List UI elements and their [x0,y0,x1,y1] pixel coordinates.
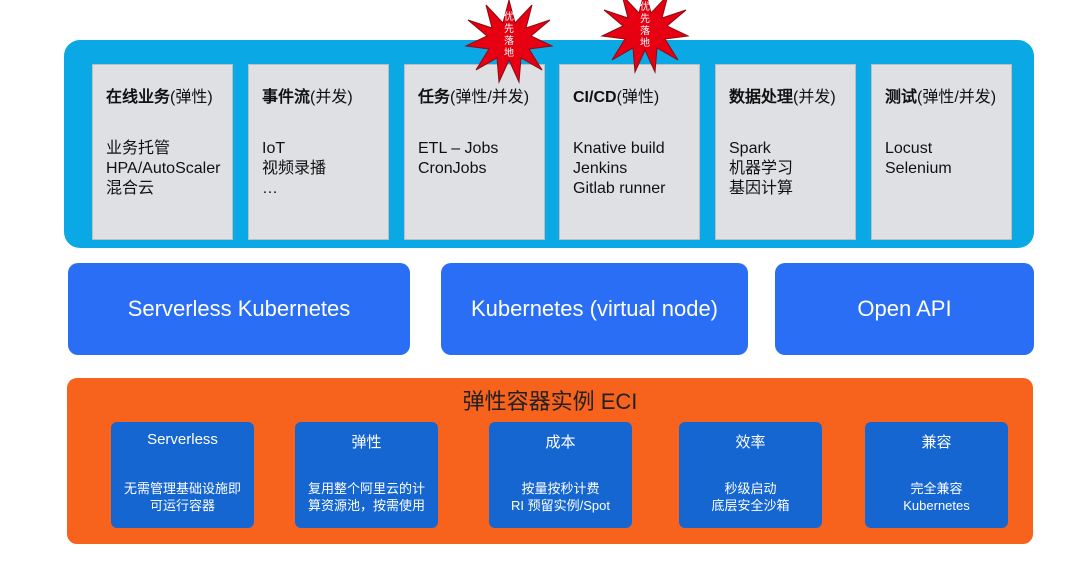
virtual-node-block: Kubernetes (virtual node) [441,263,748,355]
serverless-kubernetes-block: Serverless Kubernetes [68,263,410,355]
card-testing: 测试(弹性/并发) Locust Selenium [871,64,1012,240]
feature-serverless: Serverless 无需管理基础设施即 可运行容器 [111,422,254,528]
card-item: 视频录播 [262,160,327,177]
card-item: ETL – Jobs [418,140,499,157]
card-items: Knative build Jenkins Gitlab runner [573,139,699,199]
card-items: Locust Selenium [885,139,1011,179]
card-title: 测试(弹性/并发) [885,89,997,106]
card-title: CI/CD(弹性) [573,89,660,106]
card-title: 事件流(并发) [262,89,353,106]
feature-desc: 复用整个阿里云的计 算资源池，按需使用 [307,481,425,513]
badge-text: 优 先 落 地 [504,12,514,59]
card-items: 业务托管 HPA/AutoScaler 混合云 [106,139,232,199]
priority-badge: 优 先 落 地 [464,0,554,84]
card-item: Spark [729,140,771,157]
card-item: HPA/AutoScaler [106,160,221,177]
feature-desc: 按量按秒计费 RI 预留实例/Spot [511,481,610,513]
feature-title: Serverless [147,431,218,448]
burst-icon [600,0,690,74]
burst-icon [464,0,554,84]
card-cicd: CI/CD(弹性) Knative build Jenkins Gitlab r… [559,64,700,240]
card-item: Selenium [885,160,952,177]
scenario-band: 在线业务(弹性) 业务托管 HPA/AutoScaler 混合云 事件流(并发)… [64,40,1034,248]
eci-band: 弹性容器实例 ECI Serverless 无需管理基础设施即 可运行容器 弹性… [67,378,1033,544]
card-items: Spark 机器学习 基因计算 [729,139,855,199]
card-item: CronJobs [418,160,487,177]
card-title: 数据处理(并发) [729,89,836,106]
card-item: 基因计算 [729,180,794,197]
feature-cost: 成本 按量按秒计费 RI 预留实例/Spot [489,422,632,528]
feature-elasticity: 弹性 复用整个阿里云的计 算资源池，按需使用 [295,422,438,528]
card-event-stream: 事件流(并发) IoT 视频录播 … [248,64,389,240]
card-item: … [262,180,278,197]
feature-desc: 完全兼容 Kubernetes [903,481,970,513]
card-title: 任务(弹性/并发) [418,89,530,106]
feature-title: 兼容 [921,434,952,451]
card-online-business: 在线业务(弹性) 业务托管 HPA/AutoScaler 混合云 [92,64,233,240]
card-data-processing: 数据处理(并发) Spark 机器学习 基因计算 [715,64,856,240]
feature-efficiency: 效率 秒级启动 底层安全沙箱 [679,422,822,528]
card-items: IoT 视频录播 … [262,139,388,199]
card-tasks: 任务(弹性/并发) ETL – Jobs CronJobs [404,64,545,240]
card-title: 在线业务(弹性) [106,89,213,106]
feature-desc: 秒级启动 底层安全沙箱 [711,481,790,513]
card-item: Gitlab runner [573,180,666,197]
feature-title: 效率 [735,434,766,451]
feature-title: 弹性 [351,434,382,451]
eci-title: 弹性容器实例 ECI [462,389,638,414]
card-items: ETL – Jobs CronJobs [418,139,544,179]
open-api-block: Open API [775,263,1034,355]
card-item: Jenkins [573,160,628,177]
feature-desc: 无需管理基础设施即 可运行容器 [123,481,241,513]
feature-title: 成本 [545,434,576,451]
card-item: Locust [885,140,933,157]
card-item: 混合云 [106,180,155,197]
card-item: IoT [262,140,286,157]
priority-badge: 优 先 落 地 [600,0,690,74]
card-item: Knative build [573,140,665,157]
card-item: 机器学习 [729,160,794,177]
feature-compatibility: 兼容 完全兼容 Kubernetes [865,422,1008,528]
badge-text: 优 先 落 地 [640,2,650,49]
card-item: 业务托管 [106,140,171,157]
